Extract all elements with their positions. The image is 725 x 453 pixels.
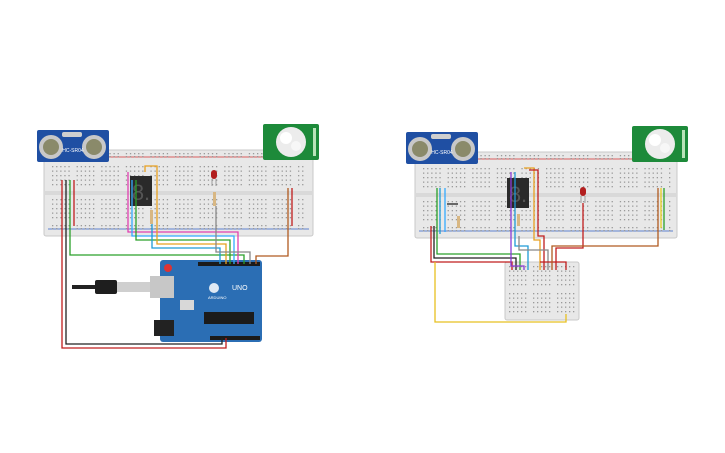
right-sensor-label: HC-SR04	[431, 150, 453, 156]
right-resistors[interactable]	[457, 214, 520, 228]
left-display-digit: 8.	[132, 180, 150, 205]
left-arduino-brand: UNO	[232, 285, 248, 292]
right-breadboard-small[interactable]	[504, 261, 580, 321]
left-ultrasonic-sensor[interactable]: HC-SR04	[37, 130, 109, 162]
right-pir-sensor[interactable]	[632, 126, 688, 162]
left-sensor-label: HC-SR04	[62, 148, 84, 154]
left-arduino-board[interactable]: UNO ARDUINO	[150, 260, 262, 342]
left-resistors[interactable]	[150, 192, 216, 224]
left-wires	[61, 165, 293, 349]
right-wires	[430, 167, 665, 323]
left-breadboard[interactable]	[43, 149, 314, 237]
left-led[interactable]	[211, 170, 217, 186]
left-circuit: HC-SR04 8.	[37, 124, 319, 349]
usb-cable[interactable]	[72, 280, 150, 294]
right-display-digit: 8.	[509, 182, 527, 207]
right-seven-segment-display[interactable]: 8.	[507, 178, 529, 208]
right-breadboard-main[interactable]	[414, 151, 678, 239]
right-ultrasonic-sensor[interactable]: HC-SR04	[406, 132, 478, 164]
left-seven-segment-display[interactable]: 8.	[130, 176, 152, 206]
right-led[interactable]	[580, 187, 586, 203]
left-arduino-subbrand: ARDUINO	[208, 295, 226, 300]
right-circuit: HC-SR04 8.	[406, 126, 688, 323]
left-pir-sensor[interactable]	[263, 124, 319, 160]
